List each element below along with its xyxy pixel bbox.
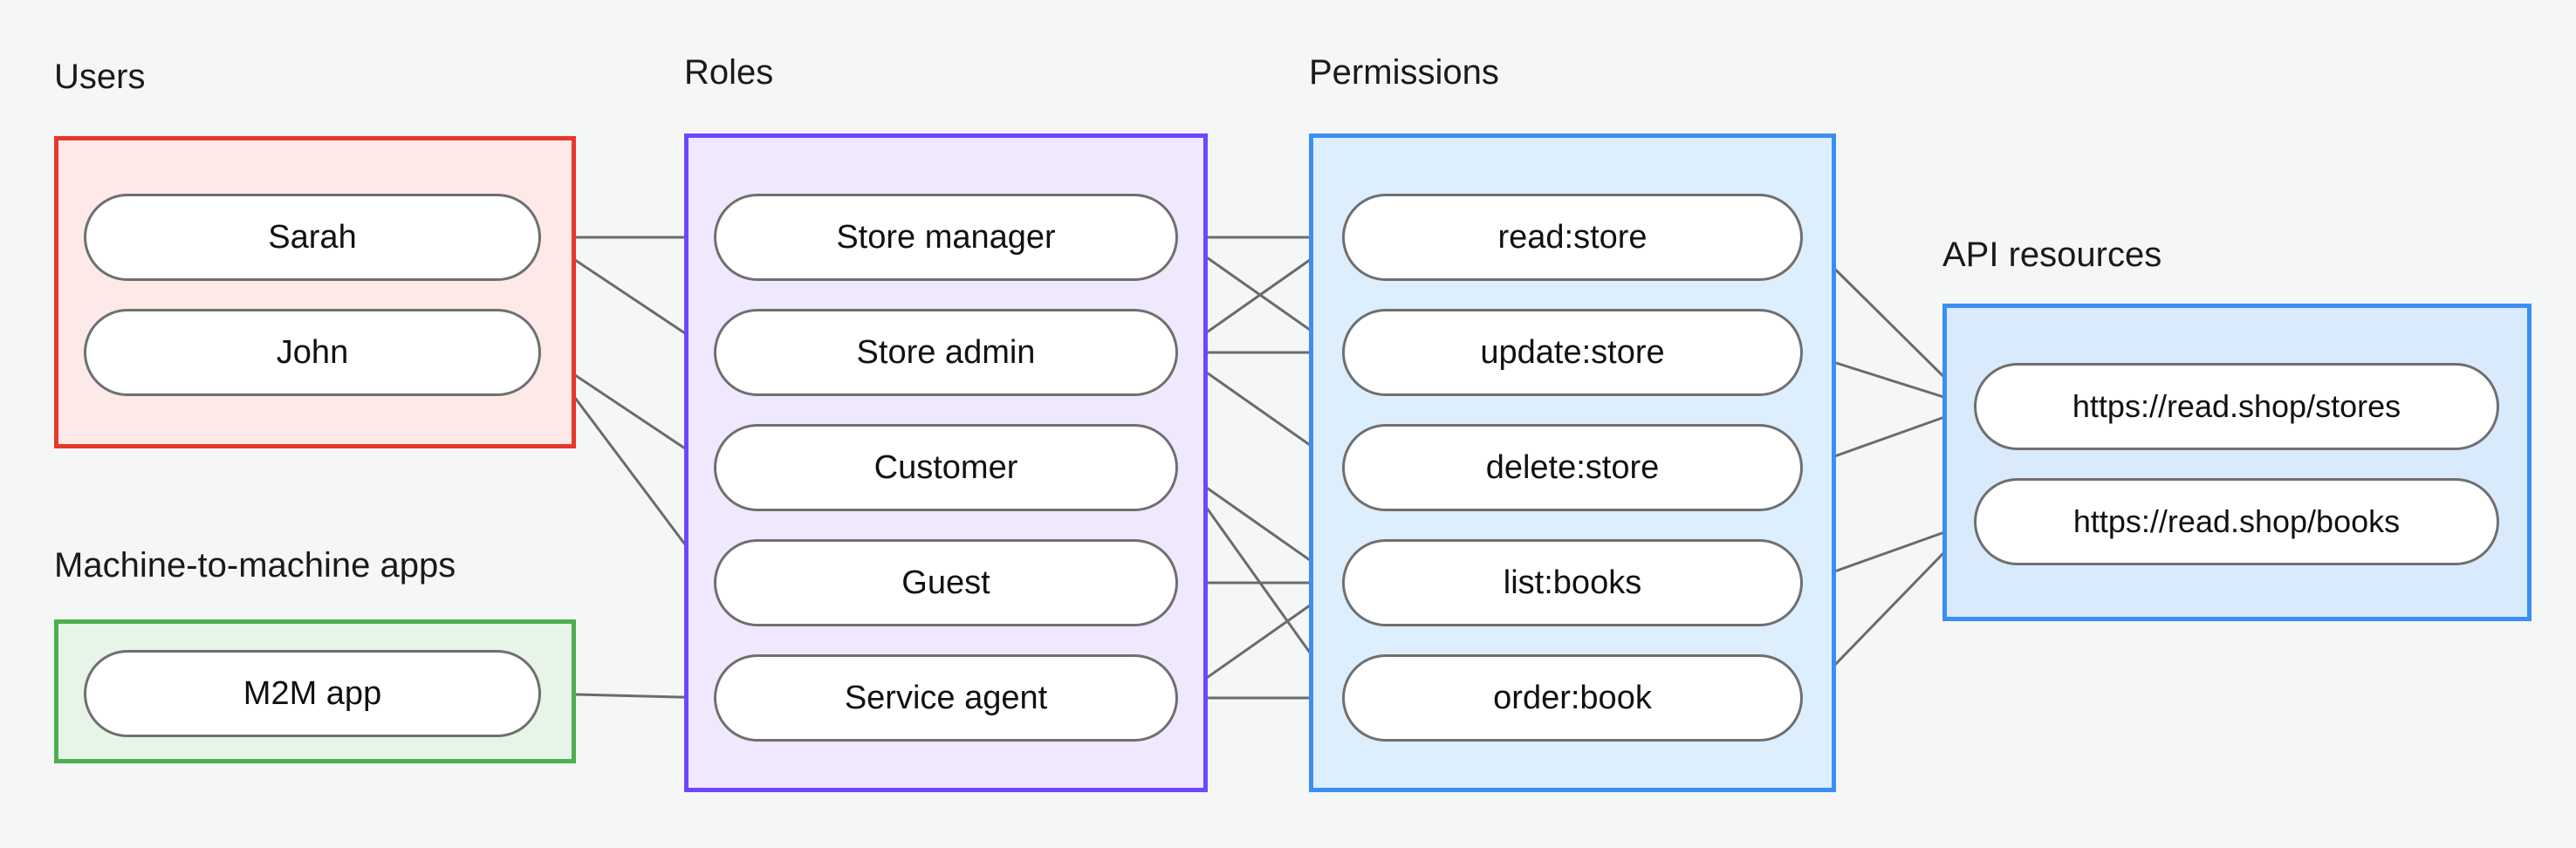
node-guest[interactable]: Guest <box>714 539 1178 626</box>
group-label-api: API resources <box>1942 236 2162 274</box>
node-res-stores[interactable]: https://read.shop/stores <box>1974 363 2499 450</box>
node-label: delete:store <box>1485 448 1660 486</box>
group-box-users <box>54 136 576 448</box>
node-label: Customer <box>874 448 1018 486</box>
node-update-store[interactable]: update:store <box>1342 309 1803 396</box>
node-delete-store[interactable]: delete:store <box>1342 424 1803 511</box>
node-label: https://read.shop/stores <box>2072 388 2401 424</box>
node-label: list:books <box>1503 564 1642 601</box>
node-label: Store manager <box>836 218 1056 256</box>
node-label: M2M app <box>243 674 382 712</box>
node-label: Service agent <box>844 679 1048 716</box>
node-label: https://read.shop/books <box>2072 503 2401 539</box>
node-label: order:book <box>1493 679 1652 716</box>
node-label: John <box>276 333 349 371</box>
node-john[interactable]: John <box>84 309 541 396</box>
node-label: Guest <box>901 564 990 601</box>
group-box-api <box>1942 304 2531 621</box>
node-store-admin[interactable]: Store admin <box>714 309 1178 396</box>
node-store-manager[interactable]: Store manager <box>714 194 1178 281</box>
node-label: Store admin <box>856 333 1036 371</box>
node-customer[interactable]: Customer <box>714 424 1178 511</box>
group-label-permissions: Permissions <box>1309 53 1499 92</box>
node-m2m-app[interactable]: M2M app <box>84 650 541 737</box>
group-label-m2m: Machine-to-machine apps <box>54 546 456 585</box>
node-read-store[interactable]: read:store <box>1342 194 1803 281</box>
node-label: update:store <box>1480 333 1665 371</box>
node-label: read:store <box>1497 218 1648 256</box>
node-res-books[interactable]: https://read.shop/books <box>1974 478 2499 565</box>
node-service-agent[interactable]: Service agent <box>714 654 1178 742</box>
node-label: Sarah <box>268 218 357 256</box>
group-label-roles: Roles <box>684 53 774 92</box>
node-list-books[interactable]: list:books <box>1342 539 1803 626</box>
node-order-book[interactable]: order:book <box>1342 654 1803 742</box>
group-label-users: Users <box>54 58 146 96</box>
node-sarah[interactable]: Sarah <box>84 194 541 281</box>
